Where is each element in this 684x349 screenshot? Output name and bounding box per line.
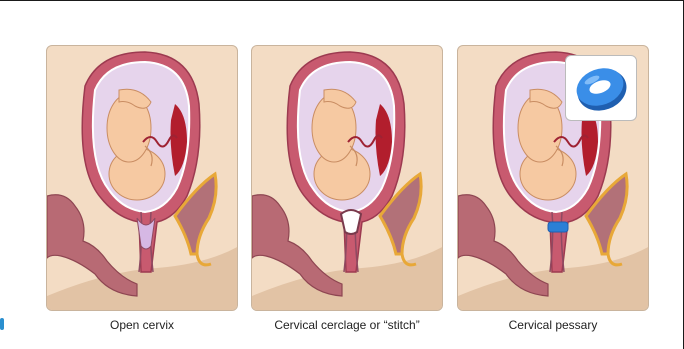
edge-marker	[0, 318, 4, 330]
uterus-illustration	[47, 46, 238, 311]
pessary-ring	[548, 222, 568, 232]
caption-cervical-cerclage: Cervical cerclage or “stitch”	[247, 318, 447, 332]
uterus-illustration	[252, 46, 443, 311]
panel-cervical-cerclage	[251, 45, 443, 311]
cerclage-stitch	[341, 210, 361, 234]
caption-open-cervix: Open cervix	[42, 318, 242, 332]
pessary-ring-inset	[565, 55, 637, 121]
caption-cervical-pessary: Cervical pessary	[453, 318, 653, 332]
panel-open-cervix	[46, 45, 238, 311]
